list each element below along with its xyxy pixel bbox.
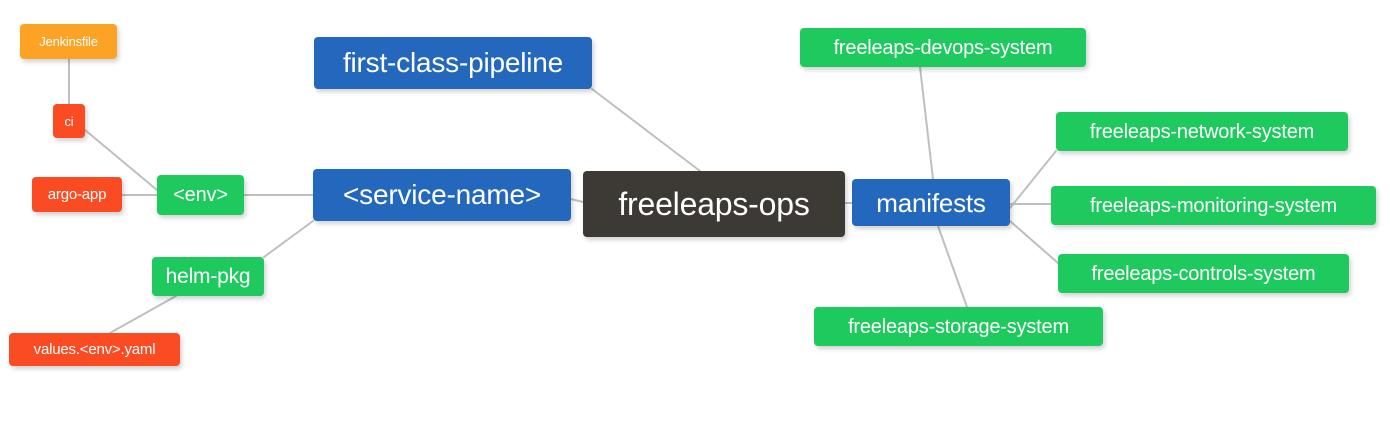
node-freeleaps-network-system[interactable]: freeleaps-network-system — [1056, 112, 1348, 151]
node-freeleaps-ops[interactable]: freeleaps-ops — [583, 171, 845, 237]
edge-service-name-to-helm-pkg — [263, 220, 314, 258]
node-label-helm-pkg: helm-pkg — [165, 265, 251, 288]
node-freeleaps-devops-system[interactable]: freeleaps-devops-system — [800, 28, 1086, 67]
edge-first-class-pipeline-to-freeleaps-ops — [591, 88, 701, 172]
node-freeleaps-storage-system[interactable]: freeleaps-storage-system — [814, 307, 1103, 346]
node-first-class-pipeline[interactable]: first-class-pipeline — [314, 37, 592, 89]
node-values-yaml[interactable]: values.<env>.yaml — [9, 333, 180, 366]
node-label-freeleaps-devops-system: freeleaps-devops-system — [833, 36, 1053, 59]
node-label-service-name: <service-name> — [343, 179, 541, 210]
node-service-name[interactable]: <service-name> — [313, 169, 571, 221]
node-helm-pkg[interactable]: helm-pkg — [152, 257, 264, 296]
edge-helm-pkg-to-values-yaml — [109, 295, 177, 334]
node-label-jenkinsfile: Jenkinsfile — [39, 34, 98, 49]
node-label-freeleaps-controls-system: freeleaps-controls-system — [1091, 262, 1316, 285]
node-argo-app[interactable]: argo-app — [32, 177, 122, 212]
node-ci[interactable]: ci — [53, 104, 85, 138]
node-label-freeleaps-storage-system: freeleaps-storage-system — [848, 315, 1069, 338]
node-label-manifests: manifests — [876, 187, 986, 218]
edge-manifests-to-freeleaps-network-system — [1009, 150, 1057, 209]
edge-service-name-to-freeleaps-ops — [570, 198, 584, 203]
node-jenkinsfile[interactable]: Jenkinsfile — [20, 24, 117, 59]
node-label-env: <env> — [173, 184, 228, 206]
node-manifests[interactable]: manifests — [852, 179, 1010, 226]
edge-freeleaps-devops-system-to-manifests — [919, 66, 934, 180]
node-env[interactable]: <env> — [157, 175, 244, 215]
node-label-first-class-pipeline: first-class-pipeline — [342, 47, 564, 78]
edge-manifests-to-freeleaps-controls-system — [1009, 220, 1059, 264]
node-label-ci: ci — [64, 113, 74, 129]
node-label-argo-app: argo-app — [47, 186, 107, 203]
node-label-freeleaps-network-system: freeleaps-network-system — [1089, 120, 1315, 143]
node-label-freeleaps-monitoring-system: freeleaps-monitoring-system — [1090, 194, 1337, 217]
node-label-freeleaps-ops: freeleaps-ops — [618, 186, 810, 222]
node-freeleaps-monitoring-system[interactable]: freeleaps-monitoring-system — [1051, 186, 1376, 225]
edge-manifests-to-freeleaps-storage-system — [937, 225, 968, 308]
node-label-values-yaml: values.<env>.yaml — [33, 341, 156, 358]
node-freeleaps-controls-system[interactable]: freeleaps-controls-system — [1058, 254, 1349, 293]
